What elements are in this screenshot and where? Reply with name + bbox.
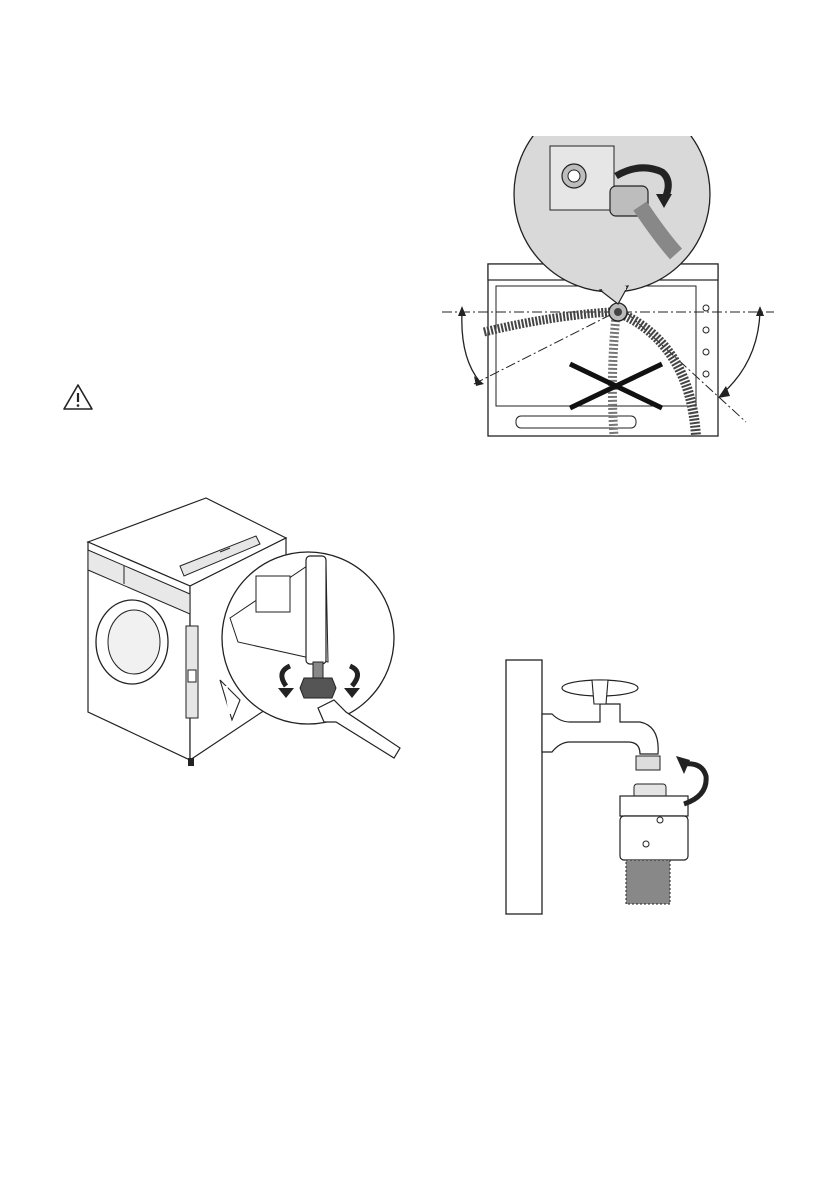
leveling-feet-figure (80, 490, 410, 780)
hose-connection-figure (440, 136, 780, 456)
water-tap-figure (500, 656, 730, 918)
warning-triangle-icon (62, 382, 94, 412)
